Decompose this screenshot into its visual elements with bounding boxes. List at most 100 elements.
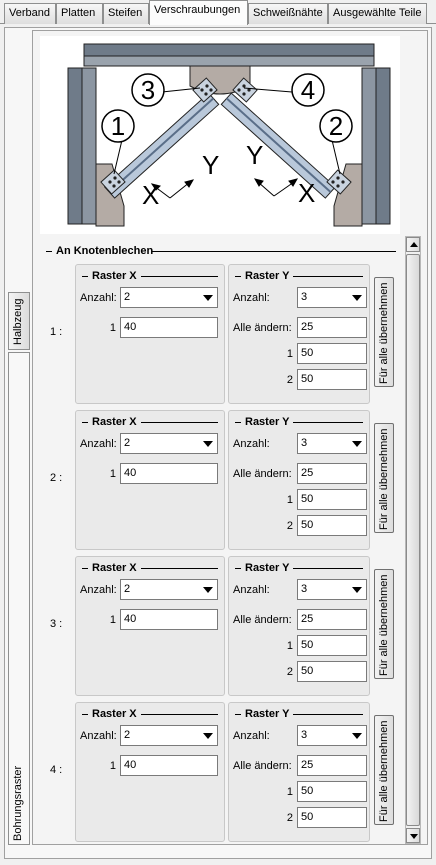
index-label: 1 (286, 640, 293, 652)
raster-x-count-select[interactable]: 2 (120, 433, 218, 454)
raster-y-all-field[interactable]: 25 (297, 609, 367, 630)
raster-x-group: Raster X Anzahl: 2 1 40 (75, 264, 225, 404)
raster-y-spacing-1-field[interactable]: 50 (297, 635, 367, 656)
raster-x-count-select[interactable]: 2 (120, 725, 218, 746)
raster-y-count-select[interactable]: 3 (297, 287, 367, 308)
raster-y-all-field[interactable]: 25 (297, 755, 367, 776)
dropdown-arrow-icon (203, 587, 213, 593)
raster-x-spacing-1-field[interactable]: 40 (120, 755, 218, 776)
raster-x-header: Raster X (82, 416, 218, 428)
anzahl-label: Anzahl: (80, 584, 117, 596)
vertical-scrollbar[interactable] (405, 236, 421, 844)
raster-y-header: Raster Y (235, 562, 363, 574)
raster-y-spacing-2-field[interactable]: 50 (297, 807, 367, 828)
diagram-svg: 1 3 4 2 X Y Y X (67, 43, 391, 227)
axis-label-y-left: Y (202, 150, 219, 180)
scroll-up-button[interactable] (406, 237, 420, 252)
tab-ausgewaehlte-teile[interactable]: Ausgewählte Teile (328, 3, 427, 24)
group-line (152, 251, 396, 252)
field-value: 50 (301, 493, 314, 505)
tab-label: Platten (61, 7, 96, 19)
bolt-group-4 (232, 77, 258, 103)
change-all-label: Alle ändern: (233, 614, 292, 626)
raster-y-spacing-2-field[interactable]: 50 (297, 369, 367, 390)
raster-y-count-select[interactable]: 3 (297, 579, 367, 600)
group-title: An Knotenblechen (56, 245, 154, 257)
callout-4: 4 (291, 73, 325, 107)
top-beam-flange (83, 55, 375, 67)
raster-y-spacing-2-field[interactable]: 50 (297, 661, 367, 682)
raster-y-title: Raster Y (245, 416, 290, 428)
tab-verschraubungen[interactable]: Verschraubungen (149, 0, 248, 25)
index-label: 1 (109, 322, 116, 334)
raster-y-all-field[interactable]: 25 (297, 463, 367, 484)
raster-x-spacing-1-field[interactable]: 40 (120, 463, 218, 484)
knotenblech-row: 4 : Raster X Anzahl: 2 1 40 Raster Y (40, 702, 400, 842)
tab-label: Ausgewählte Teile (333, 7, 422, 19)
dropdown-arrow-icon (352, 295, 362, 301)
raster-x-header: Raster X (82, 708, 218, 720)
arrow-up-icon (410, 242, 418, 247)
index-label: 2 (286, 666, 293, 678)
raster-x-header: Raster X (82, 562, 218, 574)
anzahl-label: Anzahl: (233, 584, 270, 596)
raster-y-title: Raster Y (245, 708, 290, 720)
raster-y-header: Raster Y (235, 270, 363, 282)
change-all-label: Alle ändern: (233, 322, 292, 334)
row-label: 4 : (50, 764, 63, 776)
field-value: 25 (301, 321, 314, 333)
diagonal-1 (103, 92, 220, 199)
raster-y-all-field[interactable]: 25 (297, 317, 367, 338)
tab-schweissnaehte[interactable]: Schweißnähte (248, 3, 328, 24)
raster-x-spacing-1-field[interactable]: 40 (120, 317, 218, 338)
svg-text:1: 1 (111, 111, 125, 141)
scroll-down-button[interactable] (406, 828, 420, 843)
raster-y-spacing-1-field[interactable]: 50 (297, 781, 367, 802)
field-value: 40 (124, 613, 137, 625)
row-label: 1 : (50, 326, 63, 338)
index-label: 2 (286, 520, 293, 532)
callout-2: 2 (319, 109, 353, 143)
right-gusset (333, 163, 363, 227)
tab-verband[interactable]: Verband (4, 3, 56, 24)
apply-to-all-button[interactable]: Für alle übernehmen (374, 715, 394, 825)
raster-y-spacing-2-field[interactable]: 50 (297, 515, 367, 536)
callout-line-4 (243, 87, 293, 93)
index-label: 1 (109, 760, 116, 772)
bolt-group-3 (192, 77, 218, 103)
field-value: 50 (301, 665, 314, 677)
apply-to-all-button[interactable]: Für alle übernehmen (374, 423, 394, 533)
tab-platten[interactable]: Platten (56, 3, 103, 24)
select-value: 2 (124, 729, 131, 741)
raster-x-count-select[interactable]: 2 (120, 287, 218, 308)
anzahl-label: Anzahl: (233, 438, 270, 450)
raster-x-count-select[interactable]: 2 (120, 579, 218, 600)
tab-label: Steifen (108, 7, 143, 19)
raster-x-group: Raster X Anzahl: 2 1 40 (75, 702, 225, 842)
raster-y-count-select[interactable]: 3 (297, 433, 367, 454)
axes-right (253, 178, 299, 197)
top-beam (83, 43, 375, 57)
left-column-flange (81, 67, 97, 225)
apply-to-all-button[interactable]: Für alle übernehmen (374, 277, 394, 387)
field-value: 50 (301, 347, 314, 359)
scroll-thumb[interactable] (406, 254, 420, 826)
index-label: 1 (286, 494, 293, 506)
field-value: 50 (301, 519, 314, 531)
raster-y-group: Raster Y Anzahl: 3 Alle ändern: 25 1 50 … (228, 702, 370, 842)
raster-y-spacing-1-field[interactable]: 50 (297, 343, 367, 364)
raster-x-spacing-1-field[interactable]: 40 (120, 609, 218, 630)
apply-to-all-button[interactable]: Für alle übernehmen (374, 569, 394, 679)
row-label: 3 : (50, 618, 63, 630)
select-value: 3 (301, 729, 308, 741)
callout-line-3 (161, 87, 201, 93)
tab-steifen[interactable]: Steifen (103, 3, 149, 24)
knotenblech-row: 2 : Raster X Anzahl: 2 1 40 Raster Y (40, 410, 400, 550)
side-tab-bohrungsraster[interactable]: Bohrungsraster (8, 352, 30, 845)
field-value: 25 (301, 467, 314, 479)
bolt-group-1 (100, 169, 126, 195)
side-tab-halbzeug[interactable]: Halbzeug (8, 292, 30, 350)
raster-y-count-select[interactable]: 3 (297, 725, 367, 746)
right-column-flange (361, 67, 377, 225)
raster-y-spacing-1-field[interactable]: 50 (297, 489, 367, 510)
